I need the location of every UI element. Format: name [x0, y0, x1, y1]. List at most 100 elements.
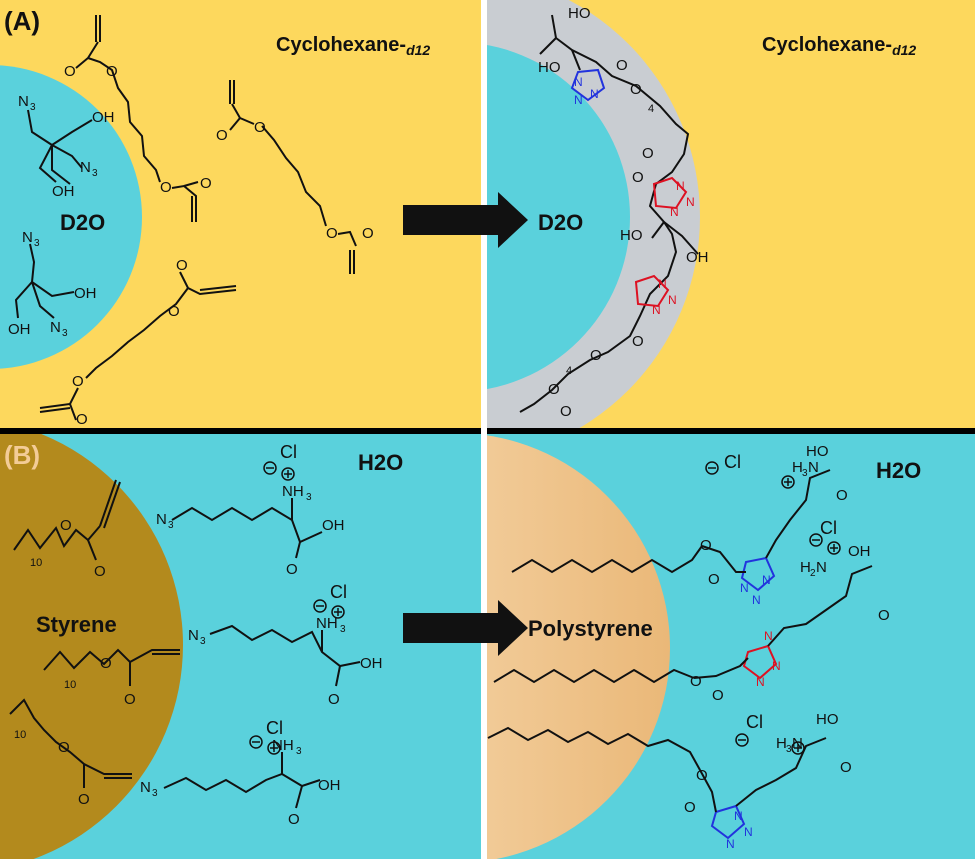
svg-text:O: O — [286, 561, 298, 578]
alkyl-propiolate-2 — [43, 648, 180, 686]
svg-text:O: O — [708, 571, 720, 588]
svg-text:OH: OH — [848, 543, 871, 560]
svg-text:4: 4 — [566, 365, 572, 377]
svg-text:H: H — [800, 559, 811, 576]
svg-text:3: 3 — [340, 624, 346, 635]
svg-text:N: N — [18, 93, 29, 110]
svg-text:O: O — [836, 487, 848, 504]
svg-text:O: O — [878, 607, 890, 624]
svg-text:3: 3 — [306, 492, 312, 503]
svg-text:N: N — [764, 629, 773, 643]
polymer-shell-atoms: HO HO N N N O O 4 O O N N N HO OH N N N … — [538, 5, 709, 420]
svg-text:3: 3 — [168, 520, 174, 531]
chloride-ion-6: Cl — [746, 712, 763, 732]
core-label-right: D2O — [538, 210, 584, 235]
svg-text:N: N — [744, 825, 753, 839]
chloride-ion-3: Cl — [266, 718, 283, 738]
svg-text:NH: NH — [272, 737, 294, 754]
svg-text:N: N — [740, 581, 749, 595]
solvent-subscript-right: d12 — [892, 42, 917, 58]
alkyl-propiolate-3 — [9, 698, 132, 788]
charge-symbols-right — [705, 461, 841, 755]
svg-text:O: O — [160, 179, 172, 196]
svg-text:3: 3 — [200, 636, 206, 647]
svg-text:O: O — [216, 127, 228, 144]
svg-text:O: O — [58, 739, 70, 756]
svg-text:NH: NH — [316, 615, 338, 632]
svg-text:H: H — [792, 459, 803, 476]
svg-text:N: N — [50, 319, 61, 336]
azido-lysine-2 — [209, 624, 361, 687]
lysine-side-chains-right — [693, 469, 873, 813]
core-label-polystyrene: Polystyrene — [528, 616, 653, 641]
svg-text:N: N — [574, 75, 583, 89]
solvent-label-right: Cyclohexane-d12 — [762, 34, 917, 58]
svg-text:N: N — [140, 779, 151, 796]
svg-text:OH: OH — [686, 249, 709, 266]
grafted-alkyl-chains — [487, 545, 703, 771]
svg-text:O: O — [616, 57, 628, 74]
svg-text:4: 4 — [648, 103, 654, 115]
svg-text:N: N — [762, 573, 771, 587]
chloride-ion-1: Cl — [280, 442, 297, 462]
alkyl-propiolate-1 — [13, 479, 121, 561]
svg-text:N: N — [772, 659, 781, 673]
svg-text:N: N — [658, 277, 667, 291]
svg-text:2: 2 — [810, 568, 816, 579]
reaction-arrow-b — [403, 600, 528, 656]
svg-text:O: O — [254, 119, 266, 136]
svg-text:N: N — [668, 293, 677, 307]
svg-text:N: N — [676, 179, 685, 193]
svg-text:N: N — [670, 205, 679, 219]
solvent-subscript-left: d12 — [406, 42, 431, 58]
dialkyne-linker-1-atoms: O O O O — [64, 63, 212, 196]
svg-text:O: O — [712, 687, 724, 704]
svg-text:3: 3 — [30, 102, 36, 113]
panel-a-tag: (A) — [4, 6, 41, 36]
svg-text:O: O — [200, 175, 212, 192]
svg-text:N: N — [80, 159, 91, 176]
core-label-styrene: Styrene — [36, 612, 117, 637]
svg-text:O: O — [176, 257, 188, 274]
panel-b-tag: (B) — [4, 440, 41, 470]
svg-text:O: O — [696, 767, 708, 784]
reaction-arrow-a — [403, 192, 528, 248]
azide-diol-molecule-2 — [14, 243, 75, 319]
svg-text:HO: HO — [620, 227, 643, 244]
svg-text:3: 3 — [802, 468, 808, 479]
alkyl-propiolate-2-atoms: 10 O O — [64, 655, 136, 708]
svg-text:OH: OH — [318, 777, 341, 794]
solvent-label-left: Cyclohexane-d12 — [276, 34, 431, 58]
svg-text:O: O — [700, 537, 712, 554]
triazole-ring-red-a2 — [634, 274, 670, 308]
svg-text:3: 3 — [62, 328, 68, 339]
svg-text:N: N — [726, 837, 735, 851]
svg-text:O: O — [288, 811, 300, 828]
svg-text:O: O — [94, 563, 106, 580]
triazole-ring-blue-b1 — [740, 556, 776, 592]
svg-text:O: O — [60, 517, 72, 534]
svg-text:HO: HO — [806, 443, 829, 460]
svg-text:O: O — [362, 225, 374, 242]
azido-lysine-3 — [163, 752, 321, 809]
svg-text:N: N — [816, 559, 827, 576]
svg-text:NH: NH — [282, 483, 304, 500]
svg-text:O: O — [632, 169, 644, 186]
svg-text:OH: OH — [92, 109, 115, 126]
svg-text:O: O — [642, 145, 654, 162]
svg-text:10: 10 — [14, 729, 26, 741]
alkyl-propiolate-1-atoms: 10 O O — [30, 517, 106, 580]
svg-text:N: N — [574, 93, 583, 107]
svg-text:N: N — [590, 87, 599, 101]
svg-text:O: O — [64, 63, 76, 80]
svg-text:O: O — [100, 655, 112, 672]
svg-text:O: O — [632, 333, 644, 350]
svg-text:N: N — [756, 675, 765, 689]
svg-text:O: O — [328, 691, 340, 708]
svg-text:N: N — [22, 229, 33, 246]
svg-text:HO: HO — [568, 5, 591, 22]
dialkyne-linker-3-atoms: O O O O — [72, 257, 188, 428]
triazole-ring-blue-a — [570, 68, 606, 102]
svg-text:O: O — [78, 791, 90, 808]
